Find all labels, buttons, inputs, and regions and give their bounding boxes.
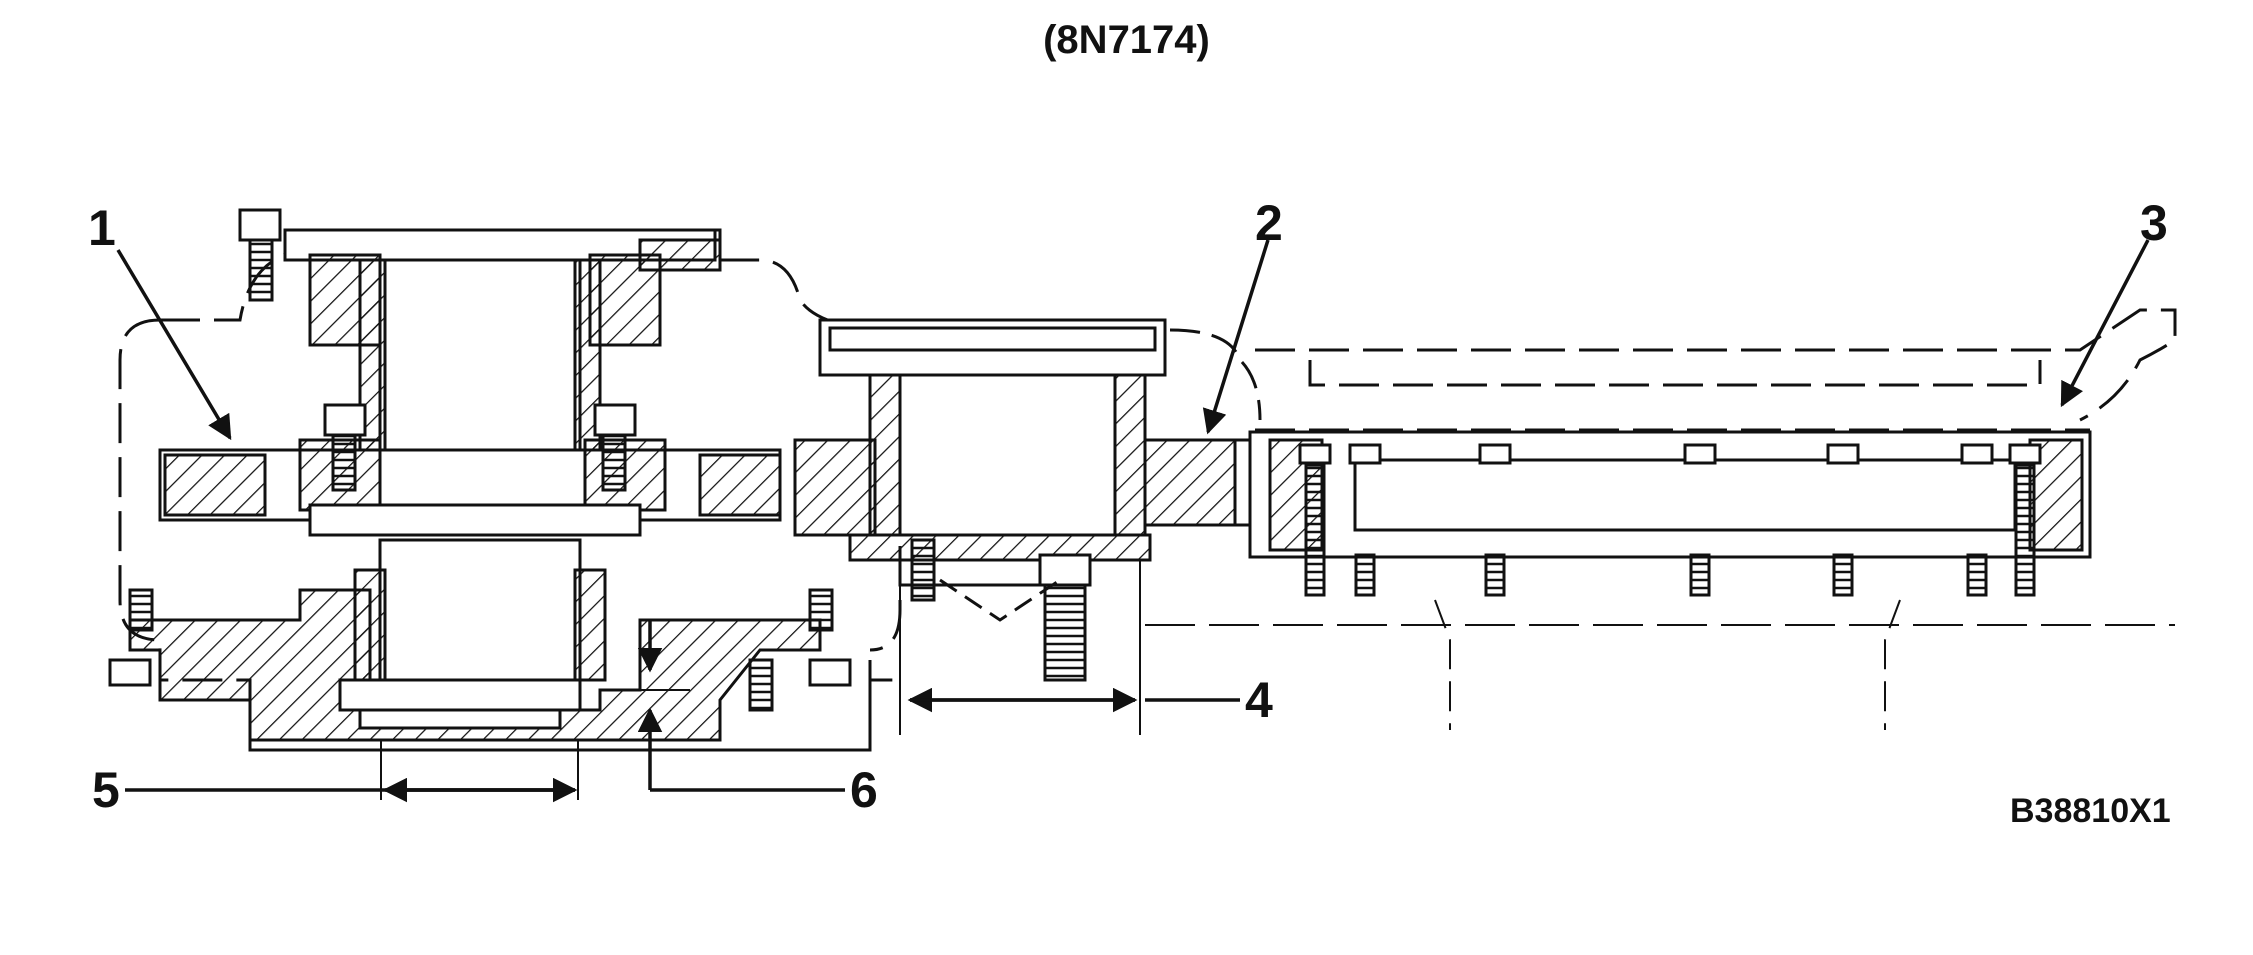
figure-code: B38810X1 xyxy=(2010,792,2171,830)
callout-1: 1 xyxy=(88,200,116,256)
callout-3: 3 xyxy=(2140,195,2168,251)
right-plate-assembly xyxy=(1145,308,2177,730)
callout-6: 6 xyxy=(850,762,878,818)
plate-bolts xyxy=(1298,443,2042,597)
page-title: (8N7174) xyxy=(1043,18,1210,62)
callout-2: 2 xyxy=(1255,195,1283,251)
callout-5: 5 xyxy=(92,762,120,818)
left-housing-assembly xyxy=(108,208,901,800)
callout-4: 4 xyxy=(1245,672,1273,728)
leader-lines xyxy=(116,239,2150,803)
middle-gear-assembly xyxy=(793,318,1262,735)
